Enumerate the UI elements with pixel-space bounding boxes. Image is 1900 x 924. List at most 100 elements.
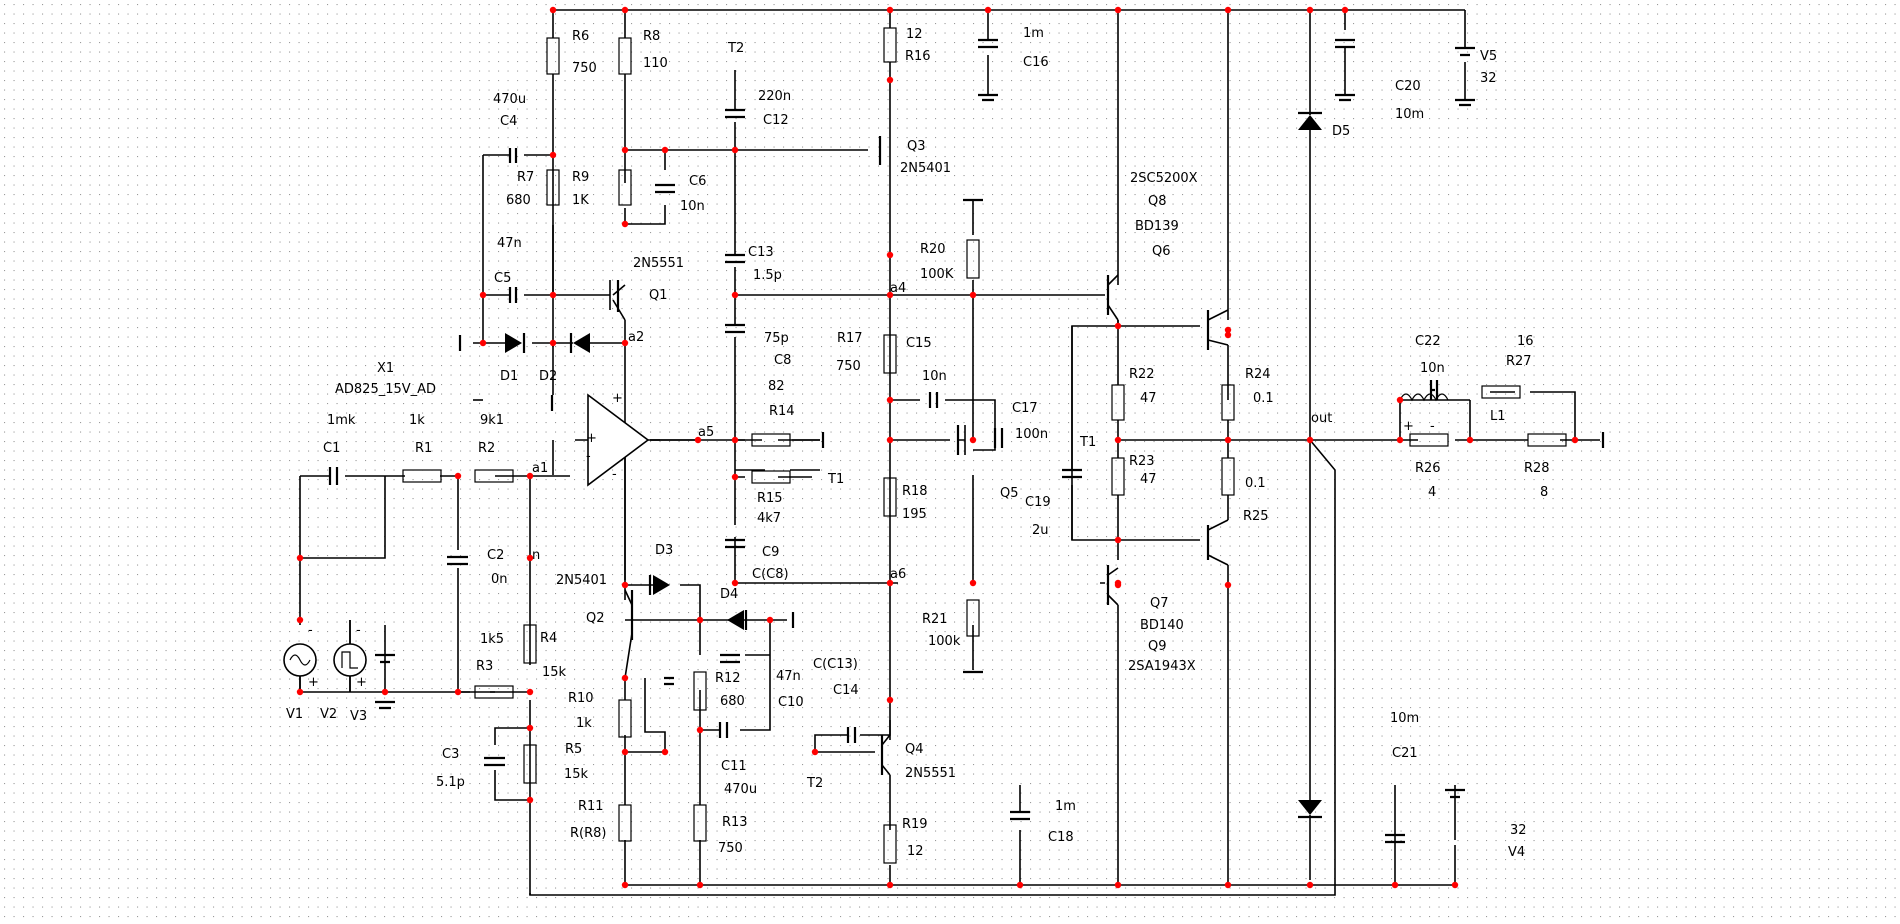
junction-node — [1224, 6, 1232, 14]
resistor-r16 — [883, 27, 897, 63]
capacitor-c6 — [655, 183, 675, 194]
label-r8v: 110 — [643, 56, 668, 71]
label-c8: C8 — [774, 353, 791, 368]
capacitor-c11 — [718, 722, 729, 738]
junction-node — [1114, 579, 1122, 587]
capacitor-c19 — [1062, 468, 1082, 479]
capacitor-c8 — [725, 323, 745, 334]
junction-node — [526, 796, 534, 804]
junction-node — [969, 291, 977, 299]
label-c14: C14 — [833, 683, 859, 698]
junction-node — [1306, 6, 1314, 14]
label-r26: R26 — [1415, 461, 1441, 476]
label-minus: - — [308, 623, 313, 638]
label-r25: R25 — [1243, 509, 1269, 524]
resistor-r12 — [693, 671, 707, 711]
label-q6: Q6 — [1152, 244, 1171, 259]
junction-node — [696, 881, 704, 889]
junction-node — [1396, 396, 1404, 404]
label-plus: + — [612, 391, 623, 406]
label-r13: R13 — [722, 815, 748, 830]
label-plus: + — [1403, 419, 1414, 434]
label-v4v: 32 — [1510, 823, 1527, 838]
junction-node — [1114, 436, 1122, 444]
label-r10v: 1k — [576, 716, 592, 731]
label-plus: + — [356, 675, 367, 690]
label-c9: C9 — [762, 545, 779, 560]
junction-node — [1114, 322, 1122, 330]
junction-node — [661, 146, 669, 154]
capacitor-c3 — [484, 756, 505, 767]
junction-node — [621, 339, 629, 347]
label-c6: C6 — [689, 174, 706, 189]
label-t1a: T1 — [1079, 435, 1096, 450]
junction-node — [526, 472, 534, 480]
label-minus: - — [1430, 419, 1435, 434]
junction-node — [1114, 536, 1122, 544]
capacitor-c13 — [725, 253, 745, 264]
junction-node — [621, 674, 629, 682]
label-c19v: 2u — [1032, 523, 1049, 538]
label-r20v: 100K — [920, 267, 954, 282]
label-r24v: 0.1 — [1253, 391, 1274, 406]
label-r2v: 9k1 — [480, 413, 504, 428]
label-r13v: 750 — [718, 841, 743, 856]
ground-v3 — [375, 700, 395, 710]
label-q4t: 2N5551 — [905, 766, 956, 781]
resistor-r6 — [546, 37, 560, 75]
label-r17: R17 — [837, 331, 863, 346]
label-c20v: 10m — [1395, 107, 1424, 122]
label-r1: R1 — [415, 441, 432, 456]
capacitor-c20 — [1335, 38, 1355, 49]
label-l1: L1 — [1490, 409, 1506, 424]
label-r11v: R(R8) — [570, 826, 606, 841]
label-r9v: 1K — [572, 193, 589, 208]
label-c21v: 10m — [1390, 711, 1419, 726]
junction-node — [696, 726, 704, 734]
capacitor-c1 — [328, 467, 339, 485]
resistor-r20 — [966, 239, 980, 279]
label-c15v: 10n — [922, 369, 947, 384]
junction-node — [1391, 881, 1399, 889]
resistor-r27 — [1481, 385, 1521, 399]
resistor-r14 — [751, 433, 791, 447]
junction-node — [661, 748, 669, 756]
resistor-r19 — [883, 824, 897, 864]
diode-d1 — [505, 333, 526, 353]
label-c9v: C(C8) — [752, 567, 789, 582]
capacitor-c21 — [1385, 833, 1405, 844]
junction-node — [1466, 436, 1474, 444]
label-r6: R6 — [572, 29, 589, 44]
ground-top-c16 — [978, 93, 998, 102]
label-c6v: 10n — [680, 199, 705, 214]
junction-node — [886, 396, 894, 404]
label-c10v: 47n — [776, 669, 801, 684]
diode-d3 — [648, 575, 670, 595]
label-c1: C1 — [323, 441, 340, 456]
label-a5: a5 — [698, 425, 714, 440]
resistor-r8 — [618, 37, 632, 75]
label-r6v: 750 — [572, 61, 597, 76]
junction-node — [549, 339, 557, 347]
label-r3v: 15k — [542, 665, 567, 680]
label-r9: R9 — [572, 170, 589, 185]
label-r10: R10 — [568, 691, 594, 706]
junction-node — [694, 436, 702, 444]
label-q8t: 2SC5200X — [1130, 171, 1198, 186]
junction-node — [549, 151, 557, 159]
junction-node — [526, 724, 534, 732]
label-a6: a6 — [890, 567, 906, 582]
label-r12v: 680 — [720, 694, 745, 709]
junction-node — [731, 146, 739, 154]
junction-node — [969, 436, 977, 444]
label-r4: R4 — [540, 631, 557, 646]
label-c1v: 1mk — [327, 413, 356, 428]
label-c5: C5 — [494, 271, 511, 286]
label-r25v: 0.1 — [1245, 476, 1266, 491]
label-c8v: 75p — [764, 331, 789, 346]
label-q3: Q3 — [907, 139, 926, 154]
junction-node — [621, 146, 629, 154]
label-q1t: 2N5551 — [633, 256, 684, 271]
label-q5: Q5 — [1000, 486, 1019, 501]
junction-node — [811, 748, 819, 756]
